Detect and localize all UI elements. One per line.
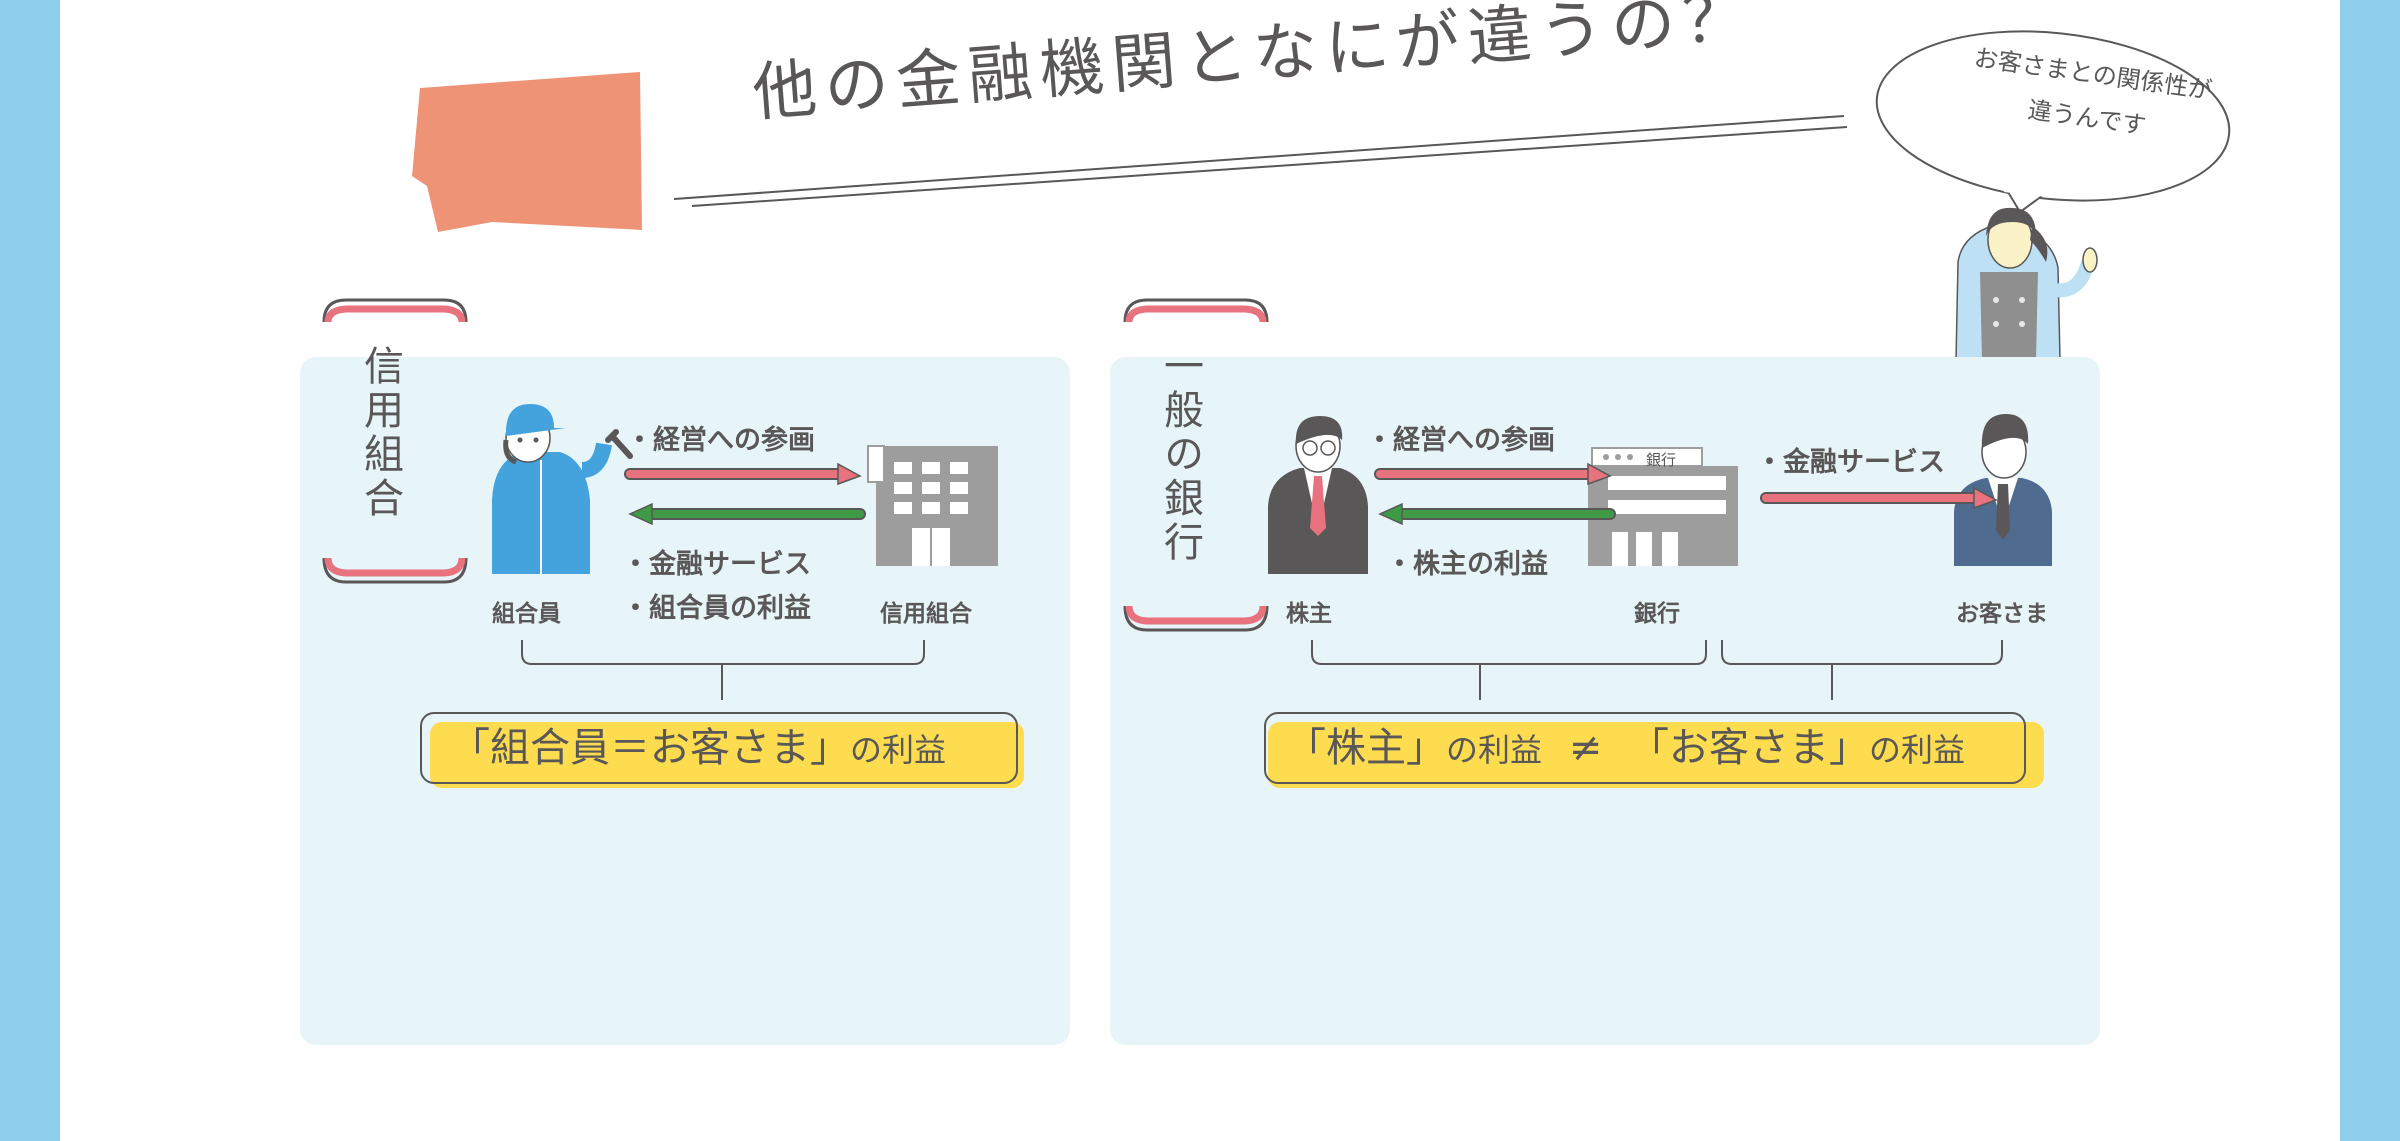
arrow-shareholder-to-bank bbox=[1374, 462, 1612, 486]
customer-icon bbox=[1954, 414, 2052, 566]
bank-sign: 銀行 bbox=[1646, 451, 1676, 469]
bank-diagram: 銀行 bbox=[1268, 414, 2052, 700]
not-equal-sign: ≠ bbox=[1568, 725, 1603, 771]
result-suffix: の利益 bbox=[850, 731, 947, 769]
credit-union-result-box bbox=[420, 712, 1018, 784]
result-customer: 「お客さま」 bbox=[1628, 725, 1869, 771]
bank-result-highlight bbox=[1268, 722, 2044, 788]
label-financial-services: ・金融サービス bbox=[622, 549, 811, 580]
arrow-union-to-member bbox=[628, 502, 866, 526]
staff-woman-icon bbox=[1955, 207, 2098, 361]
bank-result-box bbox=[1264, 712, 2026, 784]
credit-union-diagram bbox=[492, 404, 998, 700]
shareholder-label: 株主 bbox=[1286, 601, 1332, 627]
label-shareholder-profit: ・株主の利益 bbox=[1386, 549, 1548, 580]
label-member-profit: ・組合員の利益 bbox=[622, 593, 811, 624]
title-underline bbox=[673, 115, 1848, 207]
label-participation: ・経営への参画 bbox=[626, 425, 815, 456]
arrow-bank-to-customer bbox=[1760, 486, 1998, 510]
credit-union-heading: 信用組合 bbox=[357, 345, 403, 521]
result-suffix-1: の利益 bbox=[1446, 731, 1543, 769]
bank-heading: 一般の銀行 bbox=[1157, 345, 1203, 565]
credit-union-result-text: 「組合員＝お客さま」の利益 bbox=[450, 714, 946, 784]
result-suffix-2: の利益 bbox=[1868, 731, 1965, 769]
worker-icon bbox=[492, 404, 633, 574]
office-building-icon bbox=[867, 445, 998, 566]
bank-result-text: 「株主」の利益 ≠ 「お客さま」の利益 bbox=[1286, 714, 1965, 784]
institution-label: 信用組合 bbox=[880, 601, 972, 627]
arrow-bank-to-shareholder bbox=[1378, 502, 1616, 526]
customer-label: お客さま bbox=[1956, 601, 2048, 627]
label-bank-participation: ・経営への参画 bbox=[1366, 425, 1555, 456]
result-shareholder: 「株主」 bbox=[1286, 725, 1446, 771]
bank-building-icon bbox=[1588, 447, 1738, 566]
member-label: 組合員 bbox=[492, 601, 561, 627]
heading-brackets bbox=[322, 298, 1269, 632]
credit-union-result-highlight bbox=[430, 722, 1024, 788]
speech-bubble bbox=[1875, 30, 2231, 214]
arrow-member-to-union bbox=[624, 462, 862, 486]
page-canvas: 他の金融機関となにが違うの？ お客さまとの関係性が 違うんです bbox=[60, 0, 2340, 1141]
businessman-icon bbox=[1268, 416, 1368, 574]
result-main: 「組合員＝お客さま」 bbox=[450, 725, 850, 771]
bank-label: 銀行 bbox=[1634, 601, 1680, 627]
megaphone-icon bbox=[412, 72, 642, 232]
label-bank-financial-services: ・金融サービス bbox=[1756, 447, 1945, 478]
